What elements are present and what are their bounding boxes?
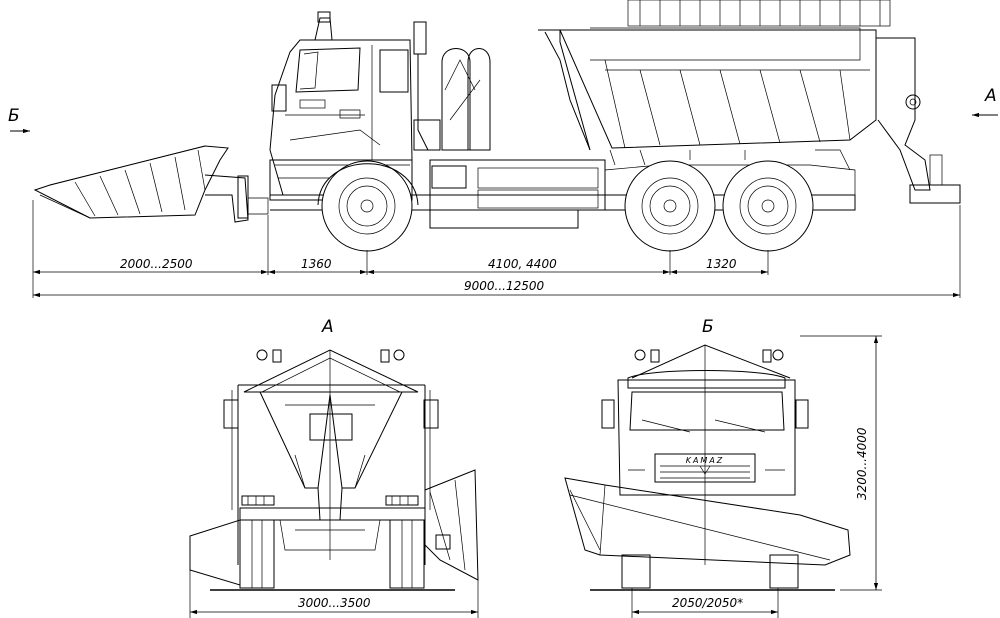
front-view: Б KAMAZ (564, 317, 882, 618)
rear-view: А (189, 317, 479, 618)
rear-view-plow (189, 469, 479, 586)
rear-wheel-1 (624, 160, 716, 252)
front-cab: KAMAZ (617, 370, 796, 496)
exhaust-and-hydraulics (413, 21, 491, 151)
spreader-side (876, 37, 961, 204)
view-arrow-a: А (972, 86, 998, 118)
front-view-wheels (621, 554, 799, 589)
side-dimensions: 2000...2500 1360 4100, 4400 1320 9000...… (32, 200, 961, 298)
view-arrow-b-label: Б (8, 106, 20, 126)
front-plow (564, 477, 851, 566)
front-view-title: Б (702, 317, 714, 337)
rear-mirror-right (423, 399, 439, 429)
rear-body-outline (237, 384, 426, 565)
view-arrow-a-label: А (984, 86, 997, 106)
dim-plow-length: 2000...2500 (120, 257, 193, 271)
cab (269, 11, 413, 201)
rear-mirror-left (223, 399, 239, 429)
front-mirror-left (601, 399, 615, 429)
rear-beacons (256, 349, 405, 363)
rear-lights (241, 495, 419, 506)
front-mirror-right (795, 399, 809, 429)
dump-body (538, 0, 891, 166)
spreader-hopper (243, 349, 419, 560)
front-brand-label: KAMAZ (686, 456, 725, 465)
front-beacons (634, 349, 784, 363)
rear-width-dimension: 3000...3500 (189, 570, 479, 618)
rear-wheel-2 (722, 160, 814, 252)
plow-side (33, 145, 269, 223)
dim-wheel-track: 2050/2050* (672, 596, 743, 610)
dim-overall-height: 3200...4000 (855, 427, 869, 500)
dim-wheelbase: 4100, 4400 (488, 257, 557, 271)
rear-bumper (239, 507, 426, 521)
front-track-dimension: 2050/2050* (631, 588, 779, 618)
side-view: Б А (8, 0, 998, 298)
dim-front-overhang: 1360 (301, 257, 332, 271)
dim-rear-axle-spacing: 1320 (706, 257, 737, 271)
front-height-dimension: 3200...4000 (800, 335, 882, 591)
dim-overall-width: 3000...3500 (298, 596, 371, 610)
rear-view-title: А (321, 317, 334, 337)
dim-total-length: 9000...12500 (464, 279, 545, 293)
view-arrow-b: Б (8, 106, 30, 134)
frame (270, 149, 856, 229)
front-wheel (317, 160, 419, 252)
